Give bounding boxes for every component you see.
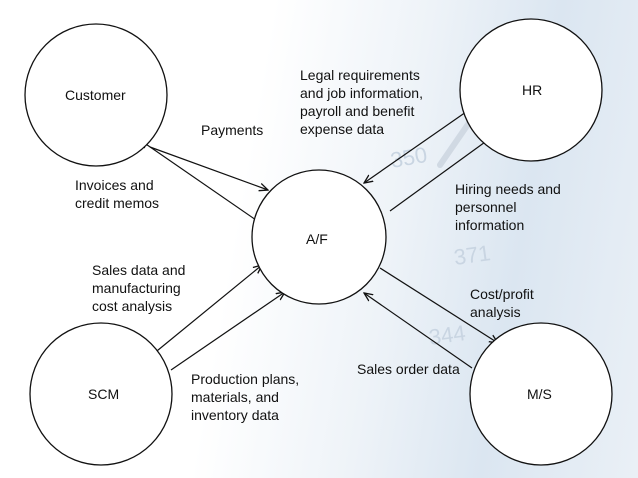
node-ms [469, 322, 613, 466]
flow-label-sales-order: Sales order data [357, 361, 460, 377]
node-label-scm: SCM [88, 386, 120, 402]
flow-label-cost-profit: Cost/profit analysis [470, 286, 534, 320]
background-numbers: 350 371 344 [389, 142, 493, 350]
connector-scm-af [151, 265, 285, 371]
node-hr [459, 18, 603, 162]
node-scm [29, 322, 173, 466]
flow-label-payments: Payments [201, 122, 264, 138]
node-label-customer: Customer [65, 87, 126, 103]
flow-label-sales-data: Sales data and manufacturing cost analys… [92, 262, 186, 314]
flow-label-invoices: Invoices and credit memos [75, 177, 160, 211]
flow-label-production: Production plans, materials, and invento… [191, 371, 300, 423]
connector-ms-af [364, 267, 498, 369]
connector-customer-af [140, 140, 268, 221]
node-label-af: A/F [306, 231, 328, 247]
node-label-hr: HR [522, 82, 543, 98]
flow-label-hiring: Hiring needs and personnel information [455, 181, 561, 233]
connector-hr-af [364, 111, 492, 212]
node-customer [24, 23, 168, 167]
node-label-ms: M/S [527, 386, 552, 402]
flow-label-legal: Legal requirements and job information, … [300, 67, 423, 137]
bg-number-371: 371 [452, 240, 492, 270]
node-af [251, 169, 387, 305]
bg-number-344: 344 [427, 320, 467, 350]
bg-number-350: 350 [389, 142, 430, 173]
